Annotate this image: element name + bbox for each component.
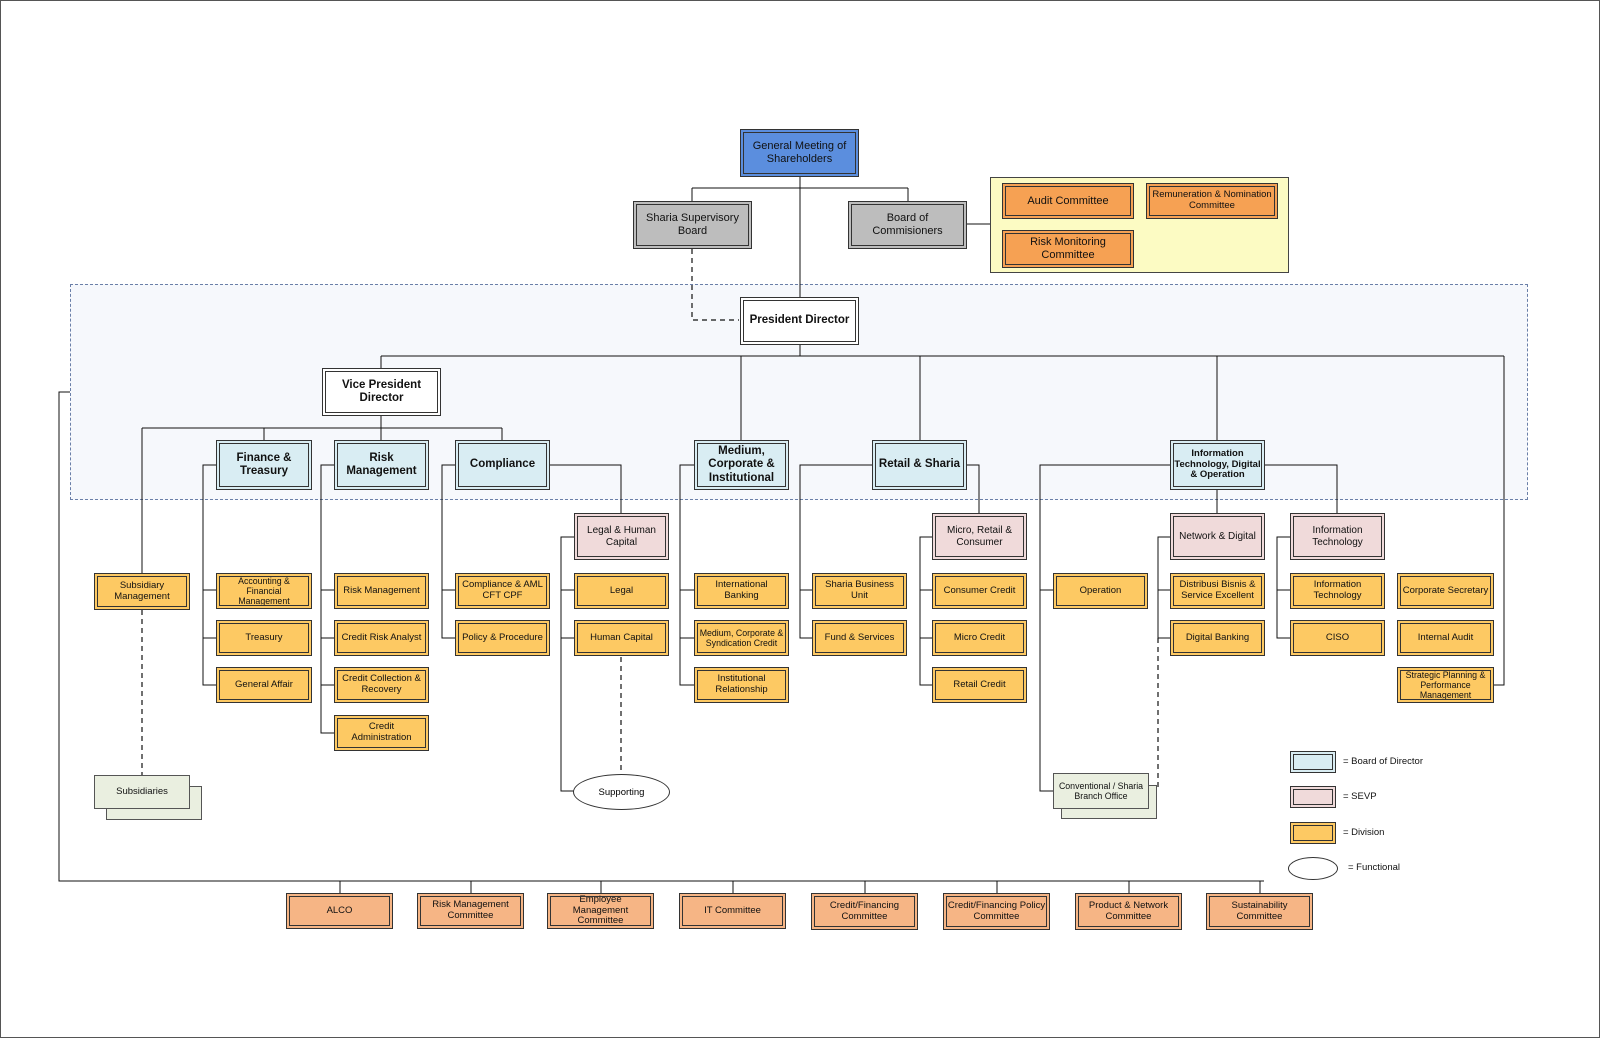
supporting-functional-oval[interactable]: Supporting xyxy=(573,774,670,810)
line-it-sevp xyxy=(1216,464,1338,513)
line-gms-board xyxy=(691,176,909,297)
legal-division[interactable]: Legal xyxy=(574,573,669,609)
line-it-branches xyxy=(1039,464,1170,792)
compliance-aml-division[interactable]: Compliance & AML CFT CPF xyxy=(455,573,550,609)
information-technology-sevp-box[interactable]: Information Technology xyxy=(1290,513,1385,560)
credit-financing-committee-box[interactable]: Credit/Financing Committee xyxy=(811,893,918,930)
compliance-director-box[interactable]: Compliance xyxy=(455,440,550,490)
line-vpd-directors xyxy=(141,415,503,573)
line-risk-divisions xyxy=(320,464,334,734)
credit-collection-recovery-division[interactable]: Credit Collection & Recovery xyxy=(334,667,429,703)
legend-board-of-director-label: = Board of Director xyxy=(1343,756,1423,767)
retail-sharia-director-box[interactable]: Retail & Sharia xyxy=(872,440,967,490)
sustainability-committee-box[interactable]: Sustainability Committee xyxy=(1206,893,1313,930)
it-committee-box[interactable]: IT Committee xyxy=(679,893,786,929)
it-digital-operation-director-box[interactable]: Information Technology, Digital & Operat… xyxy=(1170,440,1265,490)
line-committees-bus xyxy=(58,391,1264,893)
line-network-divisions xyxy=(1157,536,1170,639)
legend-board-of-director-swatch xyxy=(1290,751,1336,773)
distribusi-bisnis-division[interactable]: Distribusi Bisnis & Service Excellent xyxy=(1170,573,1265,609)
strategic-planning-division[interactable]: Strategic Planning & Performance Managem… xyxy=(1397,667,1494,703)
line-legal-divisions xyxy=(560,536,574,792)
operation-division[interactable]: Operation xyxy=(1053,573,1148,609)
internal-audit-division[interactable]: Internal Audit xyxy=(1397,620,1494,656)
fund-services-division[interactable]: Fund & Services xyxy=(812,620,907,656)
digital-banking-division[interactable]: Digital Banking xyxy=(1170,620,1265,656)
micro-retail-consumer-sevp-box[interactable]: Micro, Retail & Consumer xyxy=(932,513,1027,560)
human-capital-division[interactable]: Human Capital xyxy=(574,620,669,656)
ciso-division[interactable]: CISO xyxy=(1290,620,1385,656)
finance-treasury-director-box[interactable]: Finance & Treasury xyxy=(216,440,312,490)
legend-functional-oval xyxy=(1288,857,1338,880)
line-sharia-pd xyxy=(691,249,739,321)
treasury-division[interactable]: Treasury xyxy=(216,620,312,656)
general-affair-division[interactable]: General Affair xyxy=(216,667,312,703)
risk-management-division[interactable]: Risk Management xyxy=(334,573,429,609)
sharia-supervisory-board-box[interactable]: Sharia Supervisory Board xyxy=(633,201,752,249)
legend-functional-label: = Functional xyxy=(1348,862,1401,873)
retail-credit-division[interactable]: Retail Credit xyxy=(932,667,1027,703)
vice-president-director-box[interactable]: Vice President Director xyxy=(322,368,441,416)
line-itsevp-divisions xyxy=(1276,536,1290,639)
risk-management-director-box[interactable]: Risk Management xyxy=(334,440,429,490)
line-retail-divisions xyxy=(799,464,872,639)
line-compliance-legal xyxy=(550,464,622,513)
medium-corporate-syndication-division[interactable]: Medium, Corporate & Syndication Credit xyxy=(694,620,789,656)
legend-sevp-label: = SEVP xyxy=(1343,791,1377,802)
corporate-secretary-division[interactable]: Corporate Secretary xyxy=(1397,573,1494,609)
credit-financing-policy-committee-box[interactable]: Credit/Financing Policy Committee xyxy=(943,893,1050,930)
product-network-committee-box[interactable]: Product & Network Committee xyxy=(1075,893,1182,930)
line-retail-micro xyxy=(966,464,980,513)
legend-division-swatch xyxy=(1290,822,1336,844)
line-micro-divisions xyxy=(919,536,932,686)
remuneration-committee-box[interactable]: Remuneration & Nomination Committee xyxy=(1146,183,1278,219)
legend-sevp-swatch xyxy=(1290,786,1336,808)
risk-monitoring-committee-box[interactable]: Risk Monitoring Committee xyxy=(1002,230,1134,268)
subsidiaries-box[interactable]: Subsidiaries xyxy=(94,775,190,809)
subsidiary-management-division[interactable]: Subsidiary Management xyxy=(94,573,190,610)
branch-office-box[interactable]: Conventional / Sharia Branch Office xyxy=(1053,773,1149,809)
network-digital-sevp-box[interactable]: Network & Digital xyxy=(1170,513,1265,560)
institutional-relationship-division[interactable]: Institutional Relationship xyxy=(694,667,789,703)
legend-division-label: = Division xyxy=(1343,827,1385,838)
policy-procedure-division[interactable]: Policy & Procedure xyxy=(455,620,550,656)
sharia-business-unit-division[interactable]: Sharia Business Unit xyxy=(812,573,907,609)
accounting-financial-management-division[interactable]: Accounting & Financial Management xyxy=(216,573,312,609)
line-compliance-divisions xyxy=(441,464,455,639)
line-finance-divisions xyxy=(202,464,216,686)
legal-human-capital-sevp-box[interactable]: Legal & Human Capital xyxy=(574,513,669,560)
medium-corporate-director-box[interactable]: Medium, Corporate & Institutional xyxy=(694,440,789,490)
consumer-credit-division[interactable]: Consumer Credit xyxy=(932,573,1027,609)
risk-management-committee-box[interactable]: Risk Management Committee xyxy=(417,893,524,929)
president-director-box[interactable]: President Director xyxy=(740,297,859,345)
audit-committee-box[interactable]: Audit Committee xyxy=(1002,183,1134,219)
credit-administration-division[interactable]: Credit Administration xyxy=(334,715,429,751)
micro-credit-division[interactable]: Micro Credit xyxy=(932,620,1027,656)
employee-management-committee-box[interactable]: Employee Management Committee xyxy=(547,893,654,929)
board-of-commissioners-box[interactable]: Board of Commisioners xyxy=(848,201,967,249)
line-pd-directors xyxy=(380,344,1505,686)
international-banking-division[interactable]: International Banking xyxy=(694,573,789,609)
alco-committee-box[interactable]: ALCO xyxy=(286,893,393,929)
line-network-branch xyxy=(1149,638,1159,790)
credit-risk-analyst-division[interactable]: Credit Risk Analyst xyxy=(334,620,429,656)
information-technology-division[interactable]: Information Technology xyxy=(1290,573,1385,609)
gms-box[interactable]: General Meeting of Shareholders xyxy=(740,129,859,177)
line-medium-divisions xyxy=(679,464,694,686)
